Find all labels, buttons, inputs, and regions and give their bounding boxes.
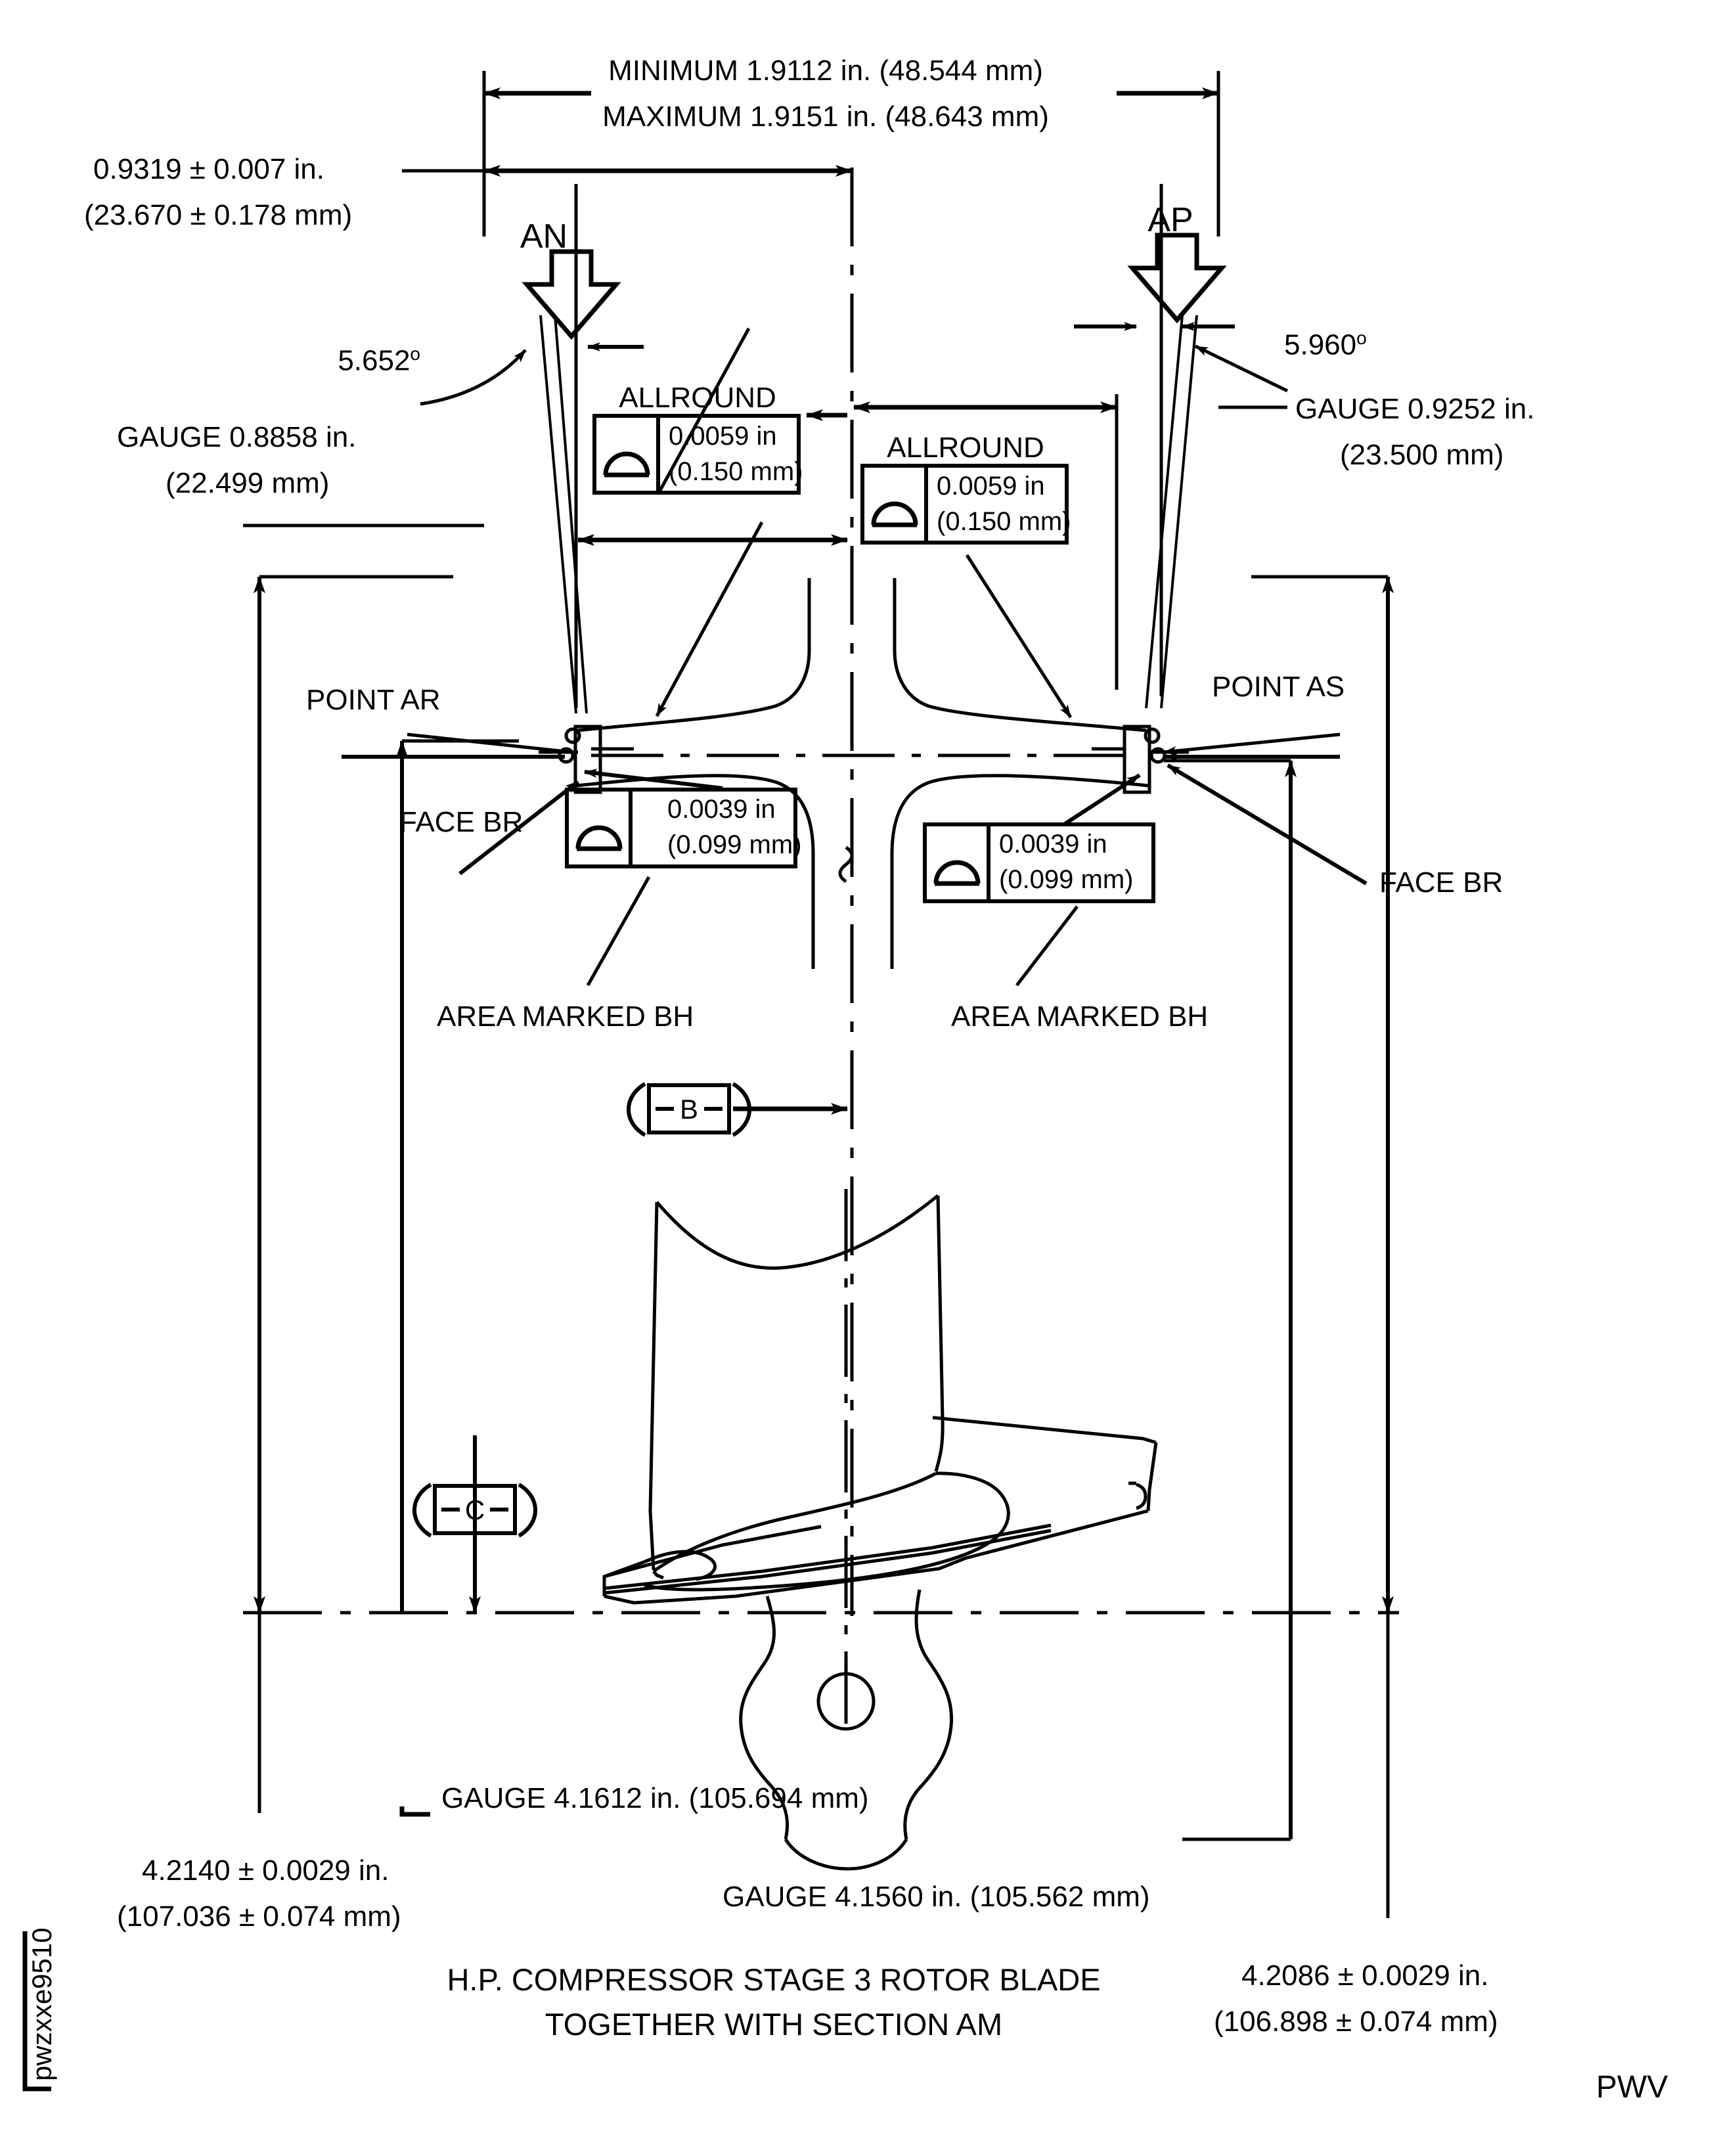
- area-marked-label-right: AREA MARKED BH: [951, 1000, 1209, 1033]
- point-label-ar: POINT AR: [306, 684, 441, 716]
- overall-dimension-left-inches: 4.2140 ± 0.0029 in.: [142, 1854, 389, 1887]
- area-marked-label-left: AREA MARKED BH: [437, 1000, 694, 1033]
- angle-left: 5.652o: [338, 343, 420, 378]
- gauge-bottom-inner-left: GAUGE 4.1612 in. (105.694 mm): [441, 1782, 869, 1814]
- allround-label-right: ALLROUND: [887, 432, 1044, 464]
- drawing-title-line-1: H.P. COMPRESSOR STAGE 3 ROTOR BLADE: [447, 1962, 1101, 1997]
- dimension-width-maximum: MAXIMUM 1.9151 in. (48.643 mm): [602, 101, 1049, 133]
- sheet-identifier: pwzxxe9510: [26, 1927, 57, 2081]
- company-mark: PWV: [1596, 2070, 1668, 2105]
- dimension-left-offset-inches: 0.9319 ± 0.007 in.: [93, 153, 324, 185]
- face-label-br-left: FACE BR: [399, 806, 523, 838]
- angle-right: 5.960o: [1284, 327, 1367, 363]
- allround-label-left: ALLROUND: [619, 382, 776, 414]
- datum-label-c: C: [464, 1494, 485, 1525]
- fcf-allround-left-tolerance-in: 0.0059 in: [669, 422, 777, 451]
- point-label-as: POINT AS: [1212, 671, 1345, 703]
- gauge-right-inches: GAUGE 0.9252 in.: [1295, 393, 1535, 425]
- section-arrow-label-ap: AP: [1147, 201, 1193, 239]
- section-arrow-label-an: AN: [520, 217, 568, 256]
- gauge-left-inches: GAUGE 0.8858 in.: [117, 421, 357, 453]
- gauge-right-mm: (23.500 mm): [1340, 439, 1504, 471]
- fcf-allround-left-tolerance-mm: (0.150 mm): [669, 457, 803, 486]
- fcf-face-right-tolerance-in: 0.0039 in: [999, 830, 1107, 859]
- angle-left-value: 5.652: [338, 344, 411, 377]
- overall-dimension-right-inches: 4.2086 ± 0.0029 in.: [1241, 1960, 1489, 1992]
- degree-symbol-left: o: [410, 344, 420, 364]
- face-label-br-right: FACE BR: [1379, 866, 1503, 899]
- fcf-face-left-tolerance-mm: (0.099 mm): [667, 830, 802, 859]
- overall-dimension-left-mm: (107.036 ± 0.074 mm): [117, 1900, 401, 1933]
- fcf-face-left-tolerance-in: 0.0039 in: [667, 795, 776, 824]
- fcf-allround-right-tolerance-in: 0.0059 in: [937, 472, 1045, 501]
- dimension-width-minimum: MINIMUM 1.9112 in. (48.544 mm): [608, 55, 1043, 87]
- drawing-title-line-2: TOGETHER WITH SECTION AM: [545, 2007, 1003, 2042]
- fcf-face-right-tolerance-mm: (0.099 mm): [999, 865, 1134, 894]
- datum-label-b: B: [679, 1094, 699, 1125]
- overall-dimension-right-mm: (106.898 ± 0.074 mm): [1214, 2005, 1498, 2038]
- fcf-allround-right-tolerance-mm: (0.150 mm): [937, 507, 1071, 536]
- dimension-left-offset-mm: (23.670 ± 0.178 mm): [84, 199, 353, 231]
- gauge-bottom-inner-right: GAUGE 4.1560 in. (105.562 mm): [723, 1881, 1150, 1913]
- angle-right-value: 5.960: [1284, 328, 1357, 361]
- gauge-left-mm: (22.499 mm): [166, 467, 330, 499]
- degree-symbol-right: o: [1356, 328, 1367, 348]
